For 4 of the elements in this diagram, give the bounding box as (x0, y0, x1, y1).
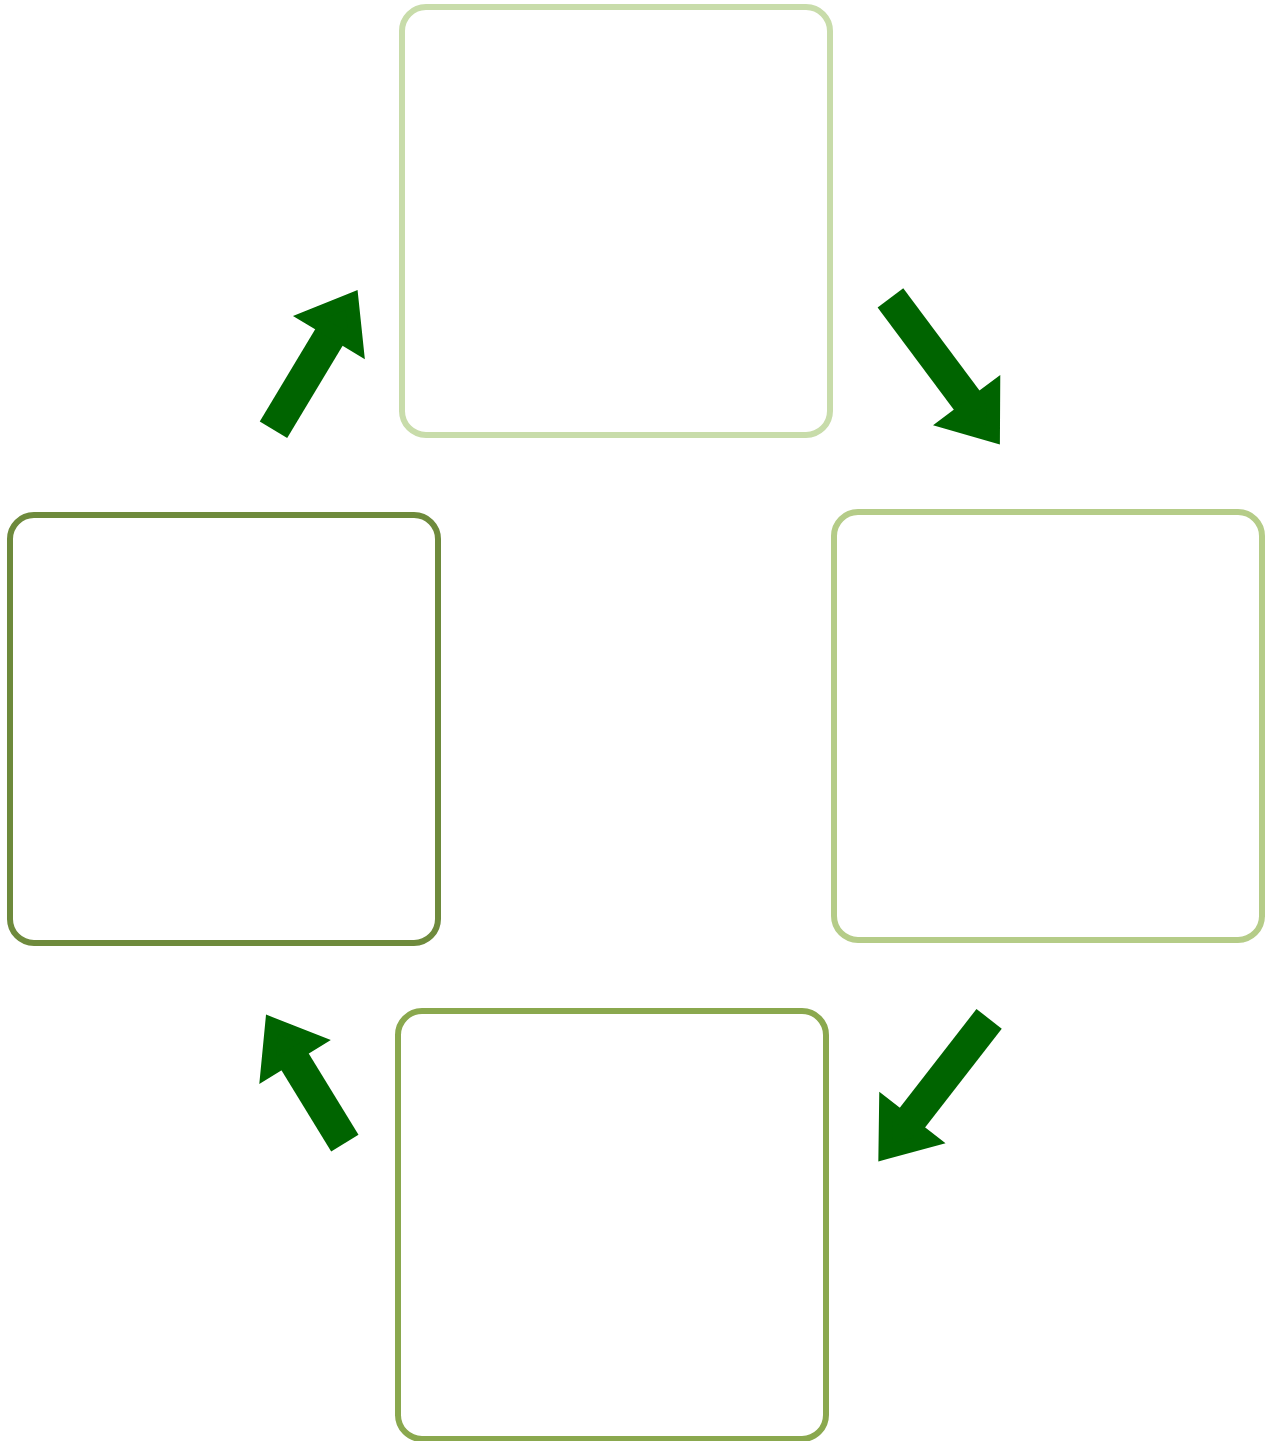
empty-box (395, 1008, 829, 1441)
empty-box (7, 512, 441, 946)
empty-box (399, 4, 833, 438)
empty-box (831, 509, 1265, 943)
